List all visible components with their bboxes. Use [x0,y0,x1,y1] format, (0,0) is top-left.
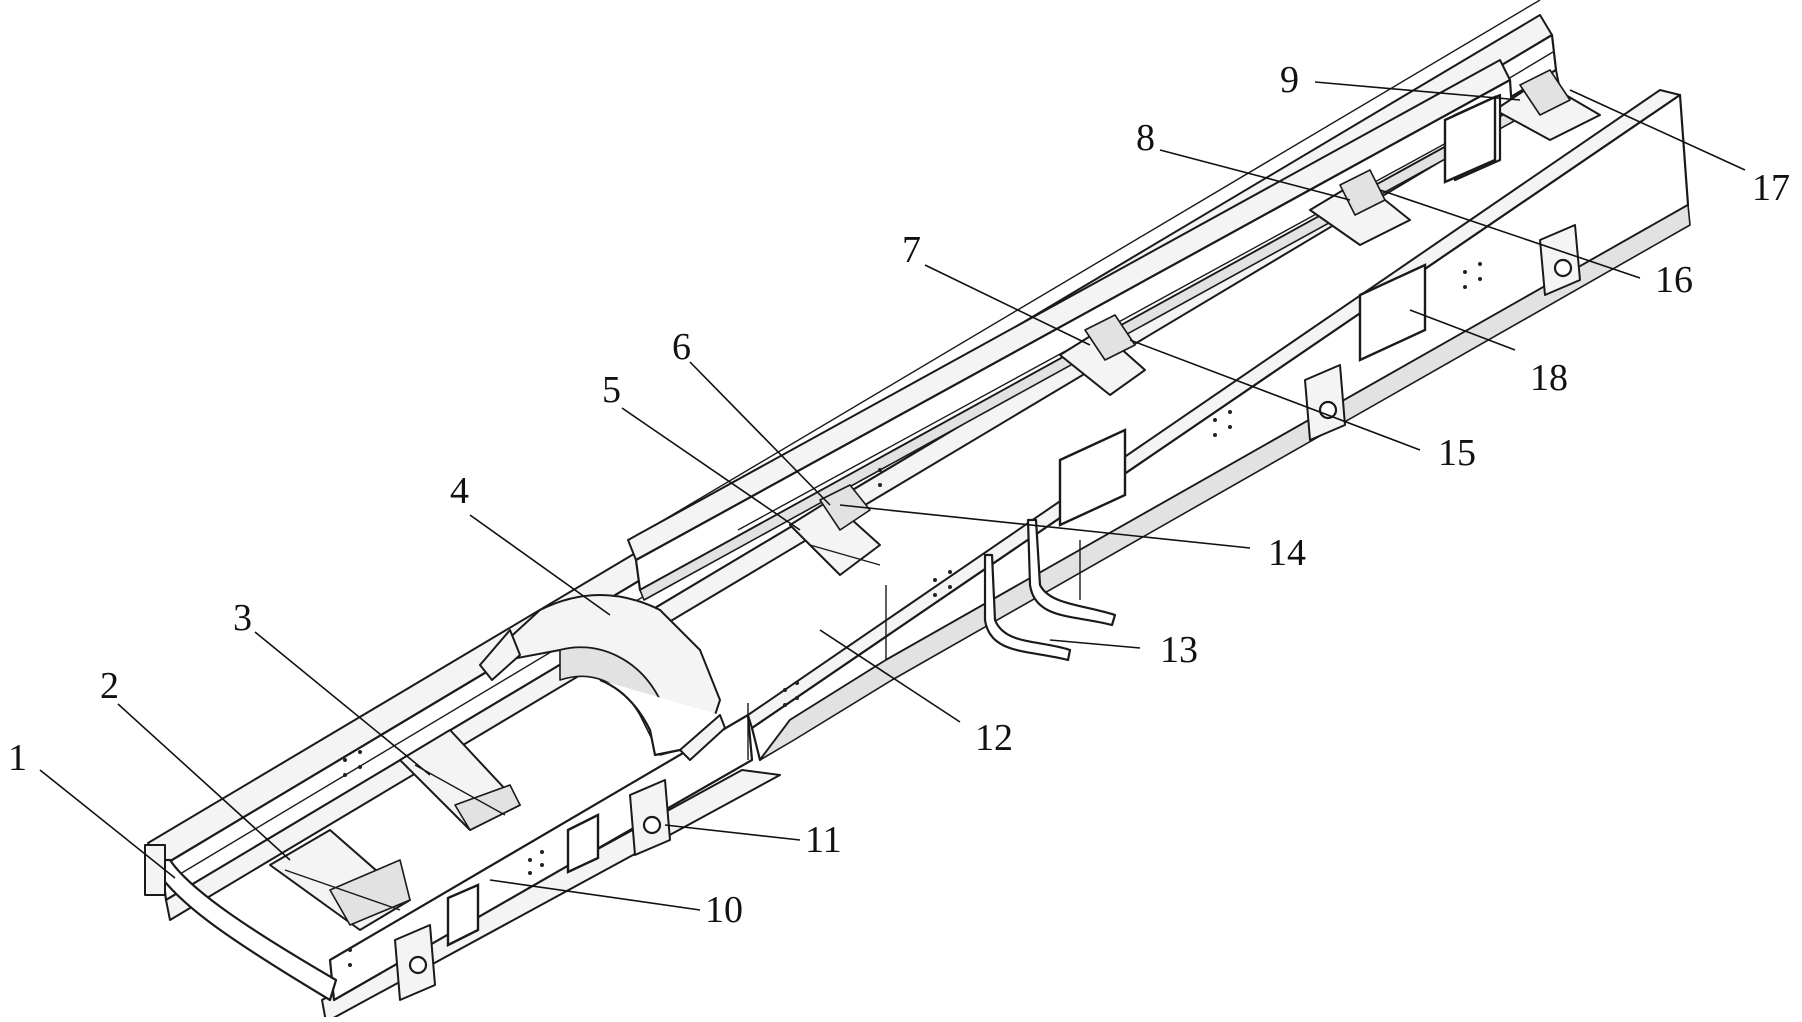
callout-16: 16 [1655,259,1693,301]
cross-member-2 [269,829,411,931]
spring-bracket-16 [1539,224,1581,296]
arched-cross-member [479,594,726,761]
spring-bracket-15 [1304,364,1346,441]
near-longitudinal-rail [321,89,1691,1022]
callout-18: 18 [1530,357,1568,399]
callout-1: 1 [8,737,27,779]
callout-7: 7 [902,229,921,271]
callout-labels: 1 2 3 4 5 6 7 8 9 10 11 12 13 14 15 16 1… [8,59,1790,931]
callout-15: 15 [1438,432,1476,474]
callout-12: 12 [975,717,1013,759]
callout-3: 3 [233,597,252,639]
bolt-hole-patterns [343,262,1482,967]
callout-11: 11 [805,819,842,861]
spring-bracket-front [394,924,436,1001]
reinforcement-plates [446,95,1497,947]
spring-bracket-11 [629,779,671,856]
callout-9: 9 [1280,59,1299,101]
callout-13: 13 [1160,629,1198,671]
cross-member-7 [1059,314,1146,396]
callout-14: 14 [1268,532,1306,574]
callout-2: 2 [100,665,119,707]
callout-8: 8 [1136,117,1155,159]
cross-member-3 [399,729,521,831]
callout-10: 10 [705,889,743,931]
hanger-brackets [983,518,1117,662]
cross-member-6 [789,484,881,576]
callout-5: 5 [602,369,621,411]
callout-17: 17 [1752,167,1790,209]
callout-4: 4 [450,470,469,512]
callout-6: 6 [672,326,691,368]
leader-lines [39,81,1746,911]
